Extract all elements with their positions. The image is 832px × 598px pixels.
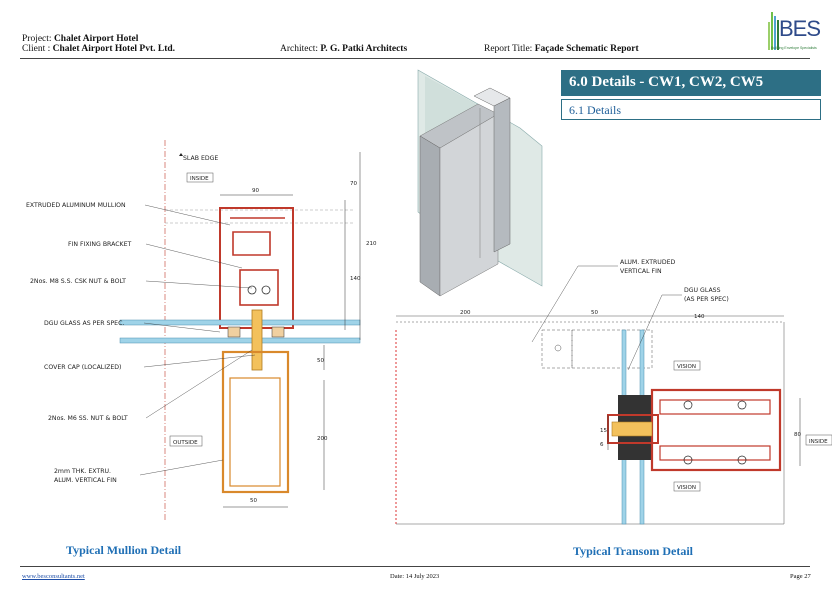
dim-15: 15 [600,428,607,434]
bes-logo [768,12,779,50]
slab-edge-label: SLAB EDGE [183,155,218,162]
website-link[interactable]: www.besconsultants.net [22,573,85,580]
footer-divider [20,566,810,567]
dim-50-bottom: 50 [250,498,257,504]
outside-label: OUTSIDE [173,440,198,446]
vision-top-label: VISION [677,364,696,370]
transom-detail-drawing: 200 50 140 VISION VISION 80 INSIDE 15 6 … [395,259,832,525]
callout-fin-line2: VERTICAL FIN [620,268,662,275]
vision-bottom-label: VISION [677,485,696,491]
mullion-detail-drawing: SLAB EDGE INSIDE 90 70 210 140 50 200 50… [26,140,377,520]
report-title-line: Report Title: Façade Schematic Report [484,44,639,54]
dim-210: 210 [366,241,377,247]
architect-name: P. G. Patki Architects [320,44,408,54]
callout-mullion: EXTRUDED ALUMINUM MULLION [26,202,126,209]
callout-m6-bolt: 2Nos. M6 SS. NUT & BOLT [48,415,128,422]
callout-dgu: DGU GLASS AS PER SPEC. [44,320,124,327]
header-divider [20,58,810,59]
dim-50: 50 [591,310,598,316]
dim-width-90: 90 [252,188,259,194]
dim-80: 80 [794,432,801,438]
callout-cover-cap: COVER CAP (LOCALIZED) [44,364,121,371]
callout-bracket: FIN FIXING BRACKET [68,241,132,248]
inside-label: INSIDE [190,176,209,182]
architect-line: Architect: P. G. Patki Architects [280,44,408,54]
dim-70: 70 [350,181,357,187]
dim-200: 200 [460,310,471,316]
isometric-mullion-view [417,69,543,297]
footer-date: Date: 14 July 2023 [390,573,440,580]
inside-label: INSIDE [809,439,828,445]
section-subtitle: 6.1 Details [561,99,821,120]
dim-200: 200 [317,436,328,442]
callout-m8-bolt: 2Nos. M8 S.S. CSK NUT & BOLT [30,278,126,285]
dim-50-v: 50 [317,358,324,364]
section-title: 6.0 Details - CW1, CW2, CW5 [561,70,821,96]
callout-dgu-line2: (AS PER SPEC) [684,296,729,303]
report-title: Façade Schematic Report [534,44,639,54]
mullion-caption: Typical Mullion Detail [66,543,182,557]
dim-140: 140 [694,314,705,320]
dim-140: 140 [350,276,361,282]
callout-fin-line2: ALUM. VERTICAL FIN [54,477,117,484]
logo-tagline: Building Envelope Specialists [771,46,817,50]
callout-fin-line1: ALUM. EXTRUDED [620,259,675,266]
callout-dgu-line1: DGU GLASS [684,287,721,294]
project-line: Project: Chalet Airport Hotel [22,34,139,44]
page-number: Page 27 [790,573,811,580]
client-line: Client : Chalet Airport Hotel Pvt. Ltd. [22,44,176,54]
callout-fin-line1: 2mm THK. EXTRU. [54,468,111,475]
dim-6: 6 [600,442,604,448]
project-name: Chalet Airport Hotel [53,34,139,44]
client-name: Chalet Airport Hotel Pvt. Ltd. [52,44,176,54]
transom-caption: Typical Transom Detail [573,544,693,558]
logo-text: BES [779,16,821,41]
